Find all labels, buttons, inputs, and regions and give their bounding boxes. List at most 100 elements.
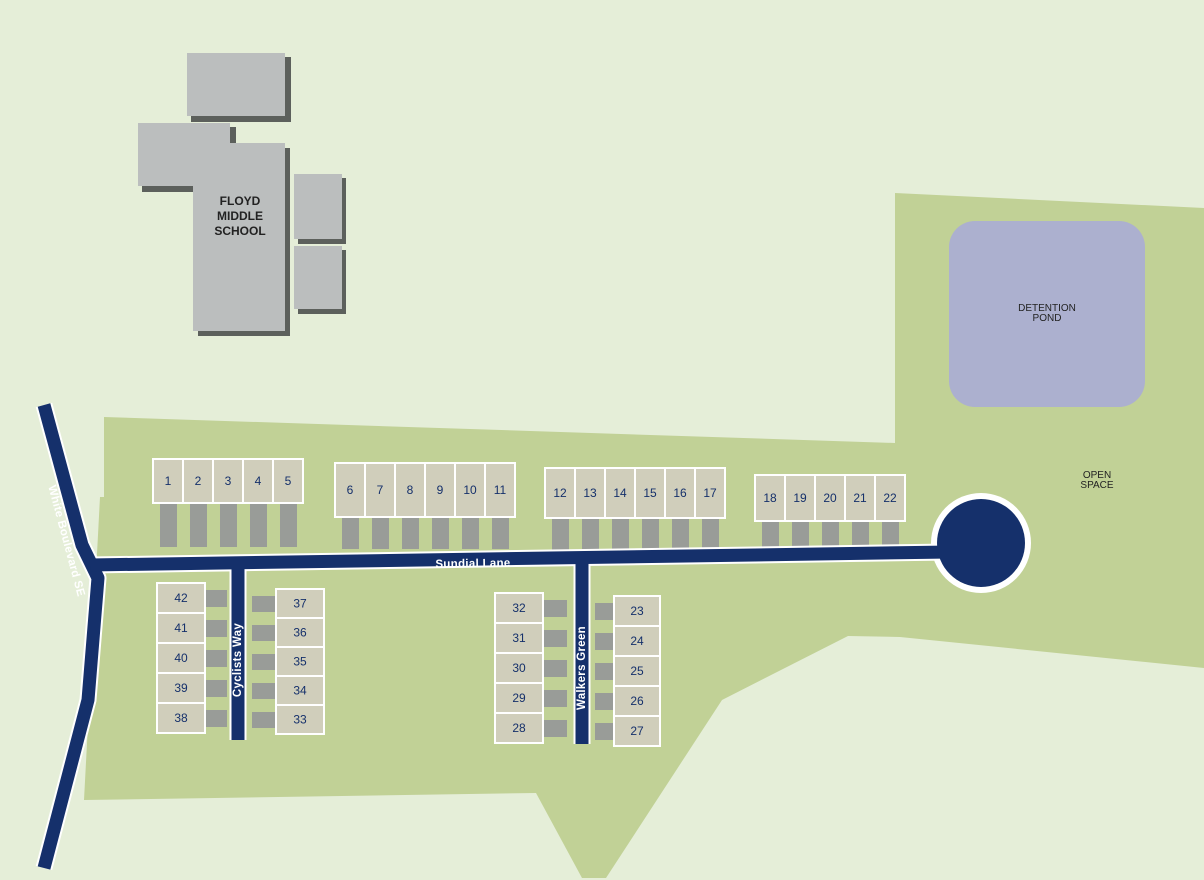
lot-number: 28: [512, 721, 526, 735]
lot-parcel: [156, 582, 206, 614]
lot-number: 34: [293, 684, 307, 698]
driveway: [250, 503, 267, 547]
lot-number: 1: [165, 474, 172, 488]
lot-number: 17: [703, 486, 717, 500]
lot: 24: [613, 625, 661, 657]
lot-parcel: [484, 462, 516, 518]
lot-parcel: [604, 467, 636, 519]
school-label-line2: MIDDLE: [217, 209, 263, 223]
lot-number: 6: [347, 483, 354, 497]
lot: 12: [544, 467, 576, 519]
lot: 8: [394, 462, 426, 518]
lot-number: 5: [285, 474, 292, 488]
lot: 14: [604, 467, 636, 519]
driveway: [252, 712, 276, 728]
lot-number: 4: [255, 474, 262, 488]
driveway: [205, 710, 227, 727]
lot-parcel: [182, 458, 214, 504]
lot: 29: [494, 682, 544, 714]
lot: 42: [156, 582, 206, 614]
lot: 19: [784, 474, 816, 522]
lot-parcel: [334, 462, 366, 518]
lot-parcel: [494, 622, 544, 654]
lot-parcel: [275, 646, 325, 677]
lot-number: 2: [195, 474, 202, 488]
lot-number: 39: [174, 681, 188, 695]
lot: 23: [613, 595, 661, 627]
lot-number: 35: [293, 655, 307, 669]
lot-number: 29: [512, 691, 526, 705]
detention-pond: [949, 221, 1145, 407]
lot-parcel: [364, 462, 396, 518]
lot: 36: [275, 617, 325, 648]
lot: 5: [272, 458, 304, 504]
open-space-label-line1: OPEN: [1083, 470, 1111, 481]
lot-number: 41: [174, 621, 188, 635]
school-label-line3: SCHOOL: [214, 224, 265, 238]
lot-number: 18: [763, 491, 777, 505]
school-label-line1: FLOYD: [220, 194, 261, 208]
driveway: [702, 518, 719, 552]
lot-number: 21: [853, 491, 867, 505]
driveway: [432, 517, 449, 549]
school-buildings: [138, 53, 346, 336]
driveway: [252, 625, 276, 641]
lot-number: 40: [174, 651, 188, 665]
driveway: [595, 723, 614, 740]
lot: 21: [844, 474, 876, 522]
lot-parcel: [694, 467, 726, 519]
lot-number: 25: [630, 664, 644, 678]
driveway: [462, 517, 479, 549]
driveway: [205, 650, 227, 667]
lot-parcel: [156, 702, 206, 734]
lot-number: 8: [407, 483, 414, 497]
lot: 11: [484, 462, 516, 518]
lot: 17: [694, 467, 726, 519]
lot: 31: [494, 622, 544, 654]
lot-parcel: [874, 474, 906, 522]
lot: 33: [275, 704, 325, 735]
lot: 6: [334, 462, 366, 518]
driveway: [205, 680, 227, 697]
lot-parcel: [272, 458, 304, 504]
lot-number: 27: [630, 724, 644, 738]
lot: 34: [275, 675, 325, 706]
lot-number: 19: [793, 491, 807, 505]
driveway: [595, 693, 614, 710]
lot-number: 12: [553, 486, 567, 500]
driveway: [672, 518, 689, 552]
lot: 25: [613, 655, 661, 687]
lot: 39: [156, 672, 206, 704]
driveway: [252, 596, 276, 612]
lot-number: 36: [293, 626, 307, 640]
road-label-cyclists-way: Cyclists Way: [232, 623, 244, 697]
lot-number: 23: [630, 604, 644, 618]
driveway: [612, 518, 629, 552]
lot: 30: [494, 652, 544, 684]
lot: 37: [275, 588, 325, 619]
lot-parcel: [613, 655, 661, 687]
lot-number: 10: [463, 483, 477, 497]
driveway: [252, 654, 276, 670]
lot: 18: [754, 474, 786, 522]
lot-number: 3: [225, 474, 232, 488]
lot-parcel: [212, 458, 244, 504]
driveway: [642, 518, 659, 552]
driveway: [552, 518, 569, 552]
driveway: [543, 690, 567, 707]
lot: 10: [454, 462, 486, 518]
lot-parcel: [613, 715, 661, 747]
lot: 13: [574, 467, 606, 519]
roads: [35, 402, 1031, 871]
lot-number: 38: [174, 711, 188, 725]
driveway: [595, 663, 614, 680]
driveway: [595, 633, 614, 650]
lot-parcel: [494, 712, 544, 744]
lot-number: 32: [512, 601, 526, 615]
lot: 2: [182, 458, 214, 504]
lot-number: 15: [643, 486, 657, 500]
lot-number: 26: [630, 694, 644, 708]
lot: 15: [634, 467, 666, 519]
driveway: [543, 660, 567, 677]
